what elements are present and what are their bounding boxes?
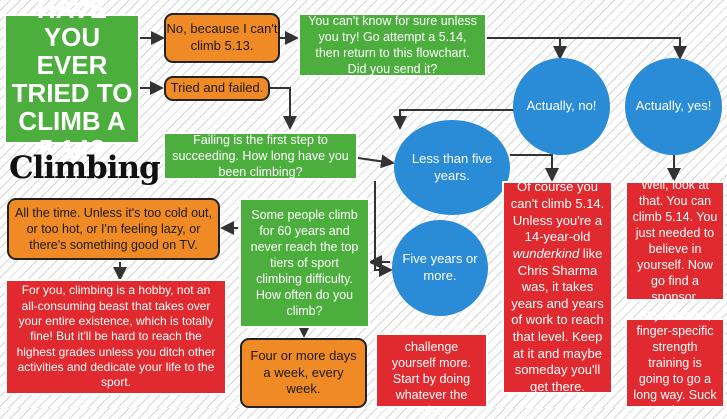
less-than-five-node: Less than five years. [394, 120, 510, 215]
of-course-text: Of course you can't climb 5.14. Unless y… [510, 179, 605, 394]
no-because-node: No, because I can't climb 5.13. [164, 13, 280, 63]
all-the-time-node: All the time. Unless it's too cold out, … [7, 198, 220, 260]
actually-yes-node: Actually, yes! [625, 58, 722, 155]
start-node: HAVE YOU EVER TRIED TO CLIMB A 5.14? [4, 0, 140, 163]
challenge-node: You need to challenge yourself more. Sta… [375, 324, 488, 418]
tried-failed-node: Tried and failed. [164, 76, 270, 101]
your-level-node: At your level, finger-specific strength … [625, 308, 725, 418]
cant-know-node: You can't know for sure unless you try! … [298, 13, 487, 77]
arrow-tried-to-failing [270, 87, 297, 130]
arrow-failing-down [374, 181, 393, 277]
some-people-node: Some people climb for 60 years and never… [239, 198, 370, 328]
five-or-more-node: Five years or more. [392, 220, 488, 316]
flow-arrows [113, 31, 687, 338]
climbing-logo: Climbing [9, 150, 161, 186]
arrow-less-to-red [510, 154, 559, 182]
actually-no-node: Actually, no! [513, 58, 610, 155]
hobby-node: For you, climbing is a hobby, not an all… [5, 279, 227, 395]
arrow-no-to-failing [393, 109, 520, 130]
failing-node: Failing is the first step to succeeding.… [163, 132, 358, 180]
of-course-node: Of course you can't climb 5.14. Unless y… [502, 179, 613, 394]
four-or-more-node: Four or more days a week, every week. [240, 338, 367, 408]
arrow-cantknow-right [485, 37, 687, 60]
well-look-node: Well, look at that. You can climb 5.14. … [625, 178, 725, 304]
arrow-failing-to-less [357, 154, 395, 169]
